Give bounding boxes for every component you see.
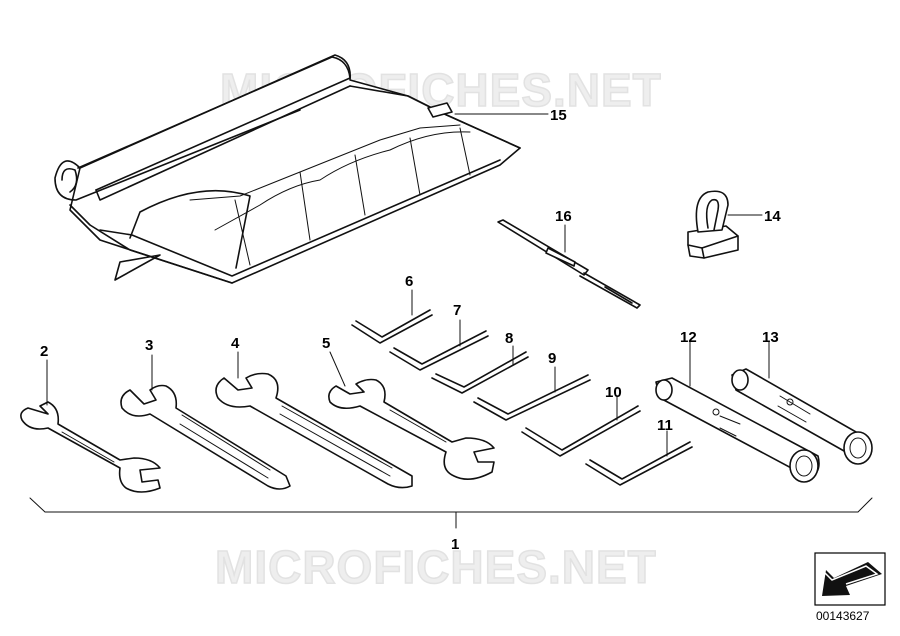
allen-key-11 [585,441,693,486]
box-spanner-13 [731,368,873,465]
callout-3: 3 [145,337,153,354]
allen-key-6 [351,309,433,344]
wrench-5 [328,378,495,480]
diagram-code: 00143627 [816,609,870,623]
allen-key-9 [473,374,591,421]
callout-14: 14 [764,208,781,225]
callout-16: 16 [555,208,572,225]
screwdriver [497,219,641,309]
callout-5: 5 [322,335,330,352]
callout-11: 11 [657,417,673,434]
callout-6: 6 [405,273,413,290]
callout-13: 13 [762,329,779,346]
reference-symbol [814,552,886,606]
callout-1: 1 [451,536,459,553]
callout-2: 2 [40,343,48,360]
wrench-3 [120,384,291,490]
leader-5 [329,351,346,387]
callout-8: 8 [505,330,513,347]
box-spanner-12 [655,377,820,483]
watermark-bottom: MICROFICHES.NET [215,541,657,593]
callout-12: 12 [680,329,697,346]
allen-key-10 [521,405,641,457]
callout-15: 15 [550,107,567,124]
callout-9: 9 [548,350,556,367]
allen-key-8 [431,351,529,394]
wrench-4 [215,372,413,489]
allen-key-7 [389,330,489,371]
callout-4: 4 [231,335,240,352]
group-bracket [29,497,873,513]
callout-10: 10 [605,384,622,401]
wrench-2 [20,401,161,493]
callout-7: 7 [453,302,461,319]
holding-clip [687,190,739,259]
tool-roll-bag [54,54,521,284]
